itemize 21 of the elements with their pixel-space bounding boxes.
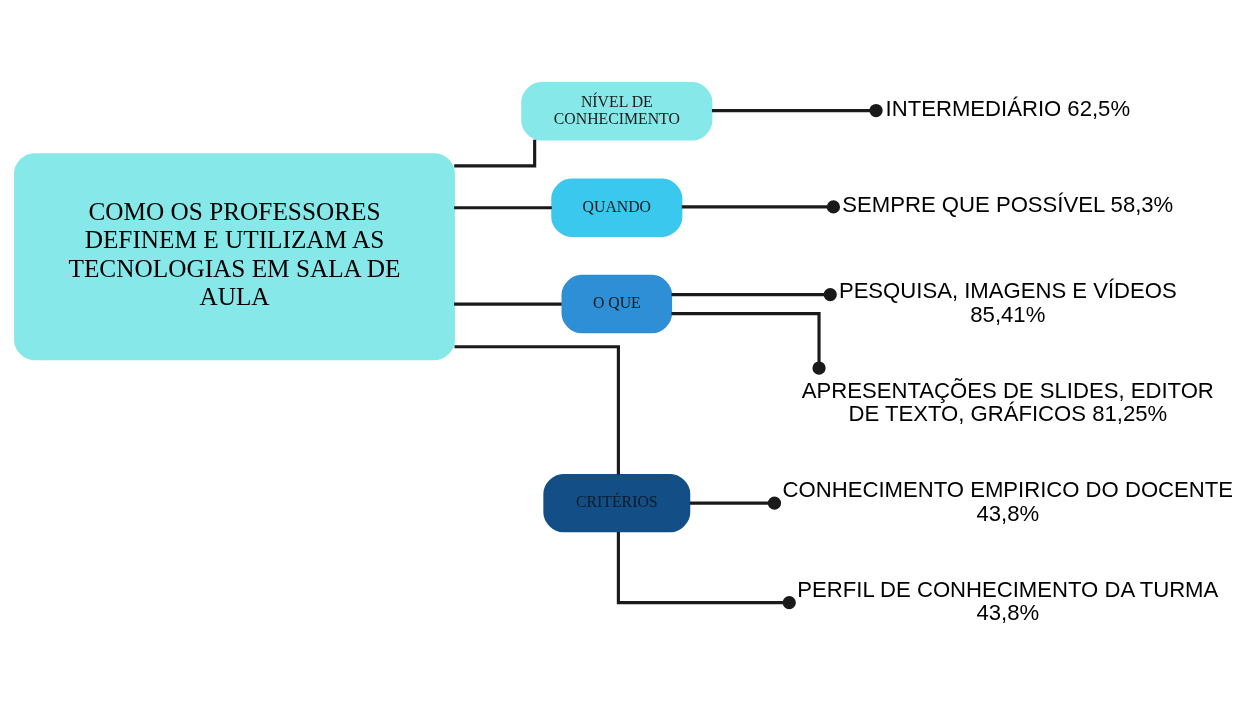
node-box: O QUE [561,274,673,333]
node-text: APRESENTAÇÕES DE SLIDES, EDITOR DE TEXTO, GRÁFICOS 81,25% [801,377,1214,426]
connector [454,139,537,167]
connector [689,496,782,510]
node-text: SEMPRE QUE POSSÍVEL 58,3% [842,191,1174,217]
node-box: NÍVEL DE CONHECIMENTO [521,81,713,141]
connector [671,287,837,301]
node-text: INTERMEDIÁRIO 62,5% [885,95,1131,121]
node-box: QUANDO [551,178,683,237]
node-box: COMO OS PROFESSORES DEFINEM E UTILIZAM AS TECNOLOGIAS EM SALA DE AULA [14,152,455,360]
connector [616,531,796,609]
connector [454,344,620,474]
connector [711,103,883,117]
node-box: CRITÉRIOS [543,473,691,532]
connector [454,302,562,306]
node-text: PERFIL DE CONHECIMENTO DA TURMA 43,8% [797,576,1219,625]
connector [454,205,552,209]
connector [681,199,841,214]
node-text: CONHECIMENTO EMPIRICO DO DOCENTE 43,8% [782,476,1234,526]
connector [671,311,826,375]
node-text: PESQUISA, IMAGENS E VÍDEOS 85,41% [838,277,1177,327]
